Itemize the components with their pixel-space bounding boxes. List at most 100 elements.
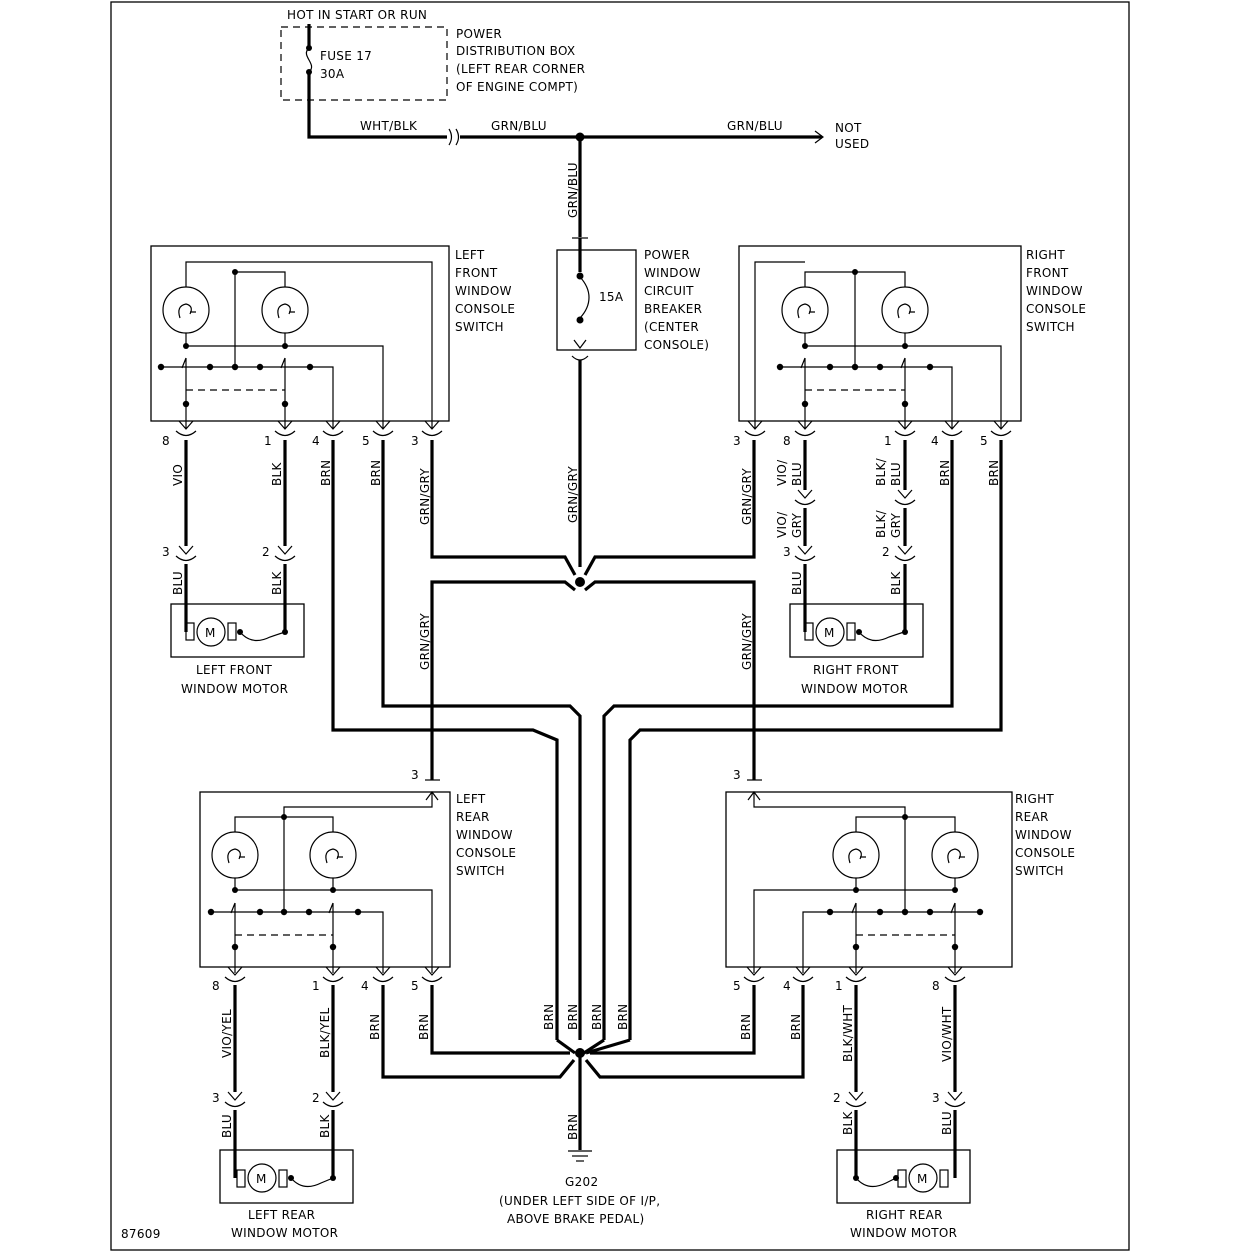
- circle: [183, 343, 189, 349]
- lf-title-2: FRONT: [455, 266, 498, 280]
- ground-location-1: (UNDER LEFT SIDE OF I/P,: [499, 1194, 660, 1208]
- circle: [305, 908, 313, 916]
- path: [851, 902, 956, 947]
- breaker-title-1: POWER: [644, 248, 690, 262]
- lf-motor-label-1: LEFT FRONT: [196, 663, 272, 677]
- lf-pin-3: 3: [411, 434, 419, 448]
- circle: [826, 908, 834, 916]
- rr-title-3: WINDOW: [1015, 828, 1072, 842]
- lr-motor-pin-3: 3: [212, 1091, 220, 1105]
- polyline: [583, 1038, 605, 1055]
- wire-brn-rr-5: [590, 985, 756, 1055]
- rect: [185, 622, 195, 641]
- circle: [926, 908, 934, 916]
- rf-title-4: CONSOLE: [1026, 302, 1086, 316]
- breaker-dot-top: [576, 272, 584, 280]
- breaker-title-4: BREAKER: [644, 302, 702, 316]
- lf-motor-m: M: [205, 626, 216, 640]
- circle: [856, 629, 862, 635]
- rect: [738, 245, 1022, 422]
- breaker-title-2: WINDOW: [644, 266, 701, 280]
- rect: [219, 1149, 354, 1204]
- polyline: [556, 1038, 576, 1055]
- circle: [853, 1175, 859, 1181]
- path: [175, 420, 197, 437]
- circle: [354, 908, 362, 916]
- lr-pin-4: 4: [361, 979, 369, 993]
- rr-motor-pin-3: 3: [932, 1091, 940, 1105]
- lr-motor-label-2: WINDOW MOTOR: [231, 1226, 338, 1240]
- path: [325, 848, 343, 864]
- lr-motor-pin-2: 2: [312, 1091, 320, 1105]
- circle: [826, 363, 834, 371]
- lr-title-2: REAR: [456, 810, 490, 824]
- brn-center-1: BRN: [542, 1004, 556, 1030]
- lr-title-4: CONSOLE: [456, 846, 516, 860]
- circle: [876, 908, 884, 916]
- rr-motor-label-2: WINDOW MOTOR: [850, 1226, 957, 1240]
- g: [175, 420, 443, 437]
- circle: [802, 343, 808, 349]
- lf-motor-label-2: WINDOW MOTOR: [181, 682, 288, 696]
- lr-title-5: SWITCH: [456, 864, 505, 878]
- grn-gry-mid-left-label: GRN/GRY: [418, 613, 432, 670]
- grn-blu-vertical-label: GRN/BLU: [566, 162, 580, 218]
- hot-in-start-or-run-label: HOT IN START OR RUN: [287, 8, 427, 22]
- circle: [206, 363, 214, 371]
- rect: [725, 791, 1013, 968]
- lf-title-3: WINDOW: [455, 284, 512, 298]
- left-front-window-motor: M: [170, 603, 305, 658]
- path: [743, 966, 765, 983]
- path: [894, 545, 916, 562]
- path: [181, 357, 286, 404]
- circle: [237, 629, 243, 635]
- circle: [196, 617, 226, 647]
- wire-lr-grn-gry: [430, 580, 576, 780]
- lr-wire-brn-4: BRN: [368, 1014, 382, 1040]
- path: [290, 1177, 334, 1188]
- lr-motor-m: M: [256, 1172, 267, 1186]
- lf-motor-pin-3: 3: [162, 545, 170, 559]
- rr-title-2: REAR: [1015, 810, 1049, 824]
- circle: [851, 363, 859, 371]
- rf-wire-brn-4: BRN: [938, 460, 952, 486]
- right-rear-window-motor: M: [836, 1149, 971, 1204]
- lr-motor-wire-blk: BLK: [318, 1113, 332, 1138]
- rf-title-2: FRONT: [1026, 266, 1069, 280]
- rr-motor-wire-blu: BLU: [940, 1111, 954, 1135]
- lf-motor-pin-2: 2: [262, 545, 270, 559]
- lf-motor-wire-blk: BLK: [270, 570, 284, 595]
- circle: [776, 363, 784, 371]
- rr-title-4: CONSOLE: [1015, 846, 1075, 860]
- breaker-title-6: CONSOLE): [644, 338, 709, 352]
- right-front-window-motor: M: [789, 603, 924, 658]
- circle: [231, 363, 239, 371]
- path: [224, 1091, 246, 1108]
- lf-wire-brn-4: BRN: [319, 460, 333, 486]
- rf-motor-label-1: RIGHT FRONT: [813, 663, 899, 677]
- rr-motor-wire-blk: BLK: [841, 1110, 855, 1135]
- rect: [804, 622, 814, 641]
- path: [800, 357, 906, 404]
- lf-title-4: CONSOLE: [455, 302, 515, 316]
- path: [421, 420, 443, 437]
- left-rear-window-motor: M: [219, 1149, 354, 1204]
- circle: [247, 1163, 277, 1193]
- circle: [876, 363, 884, 371]
- circle: [852, 269, 858, 275]
- rf-motor-pin-2: 2: [882, 545, 890, 559]
- rf-motor-pin-3: 3: [783, 545, 791, 559]
- grn-gry-trunk-label: GRN/GRY: [566, 466, 580, 523]
- rf-wire-grn-gry: GRN/GRY: [740, 468, 754, 525]
- lf-wire-grn-gry: GRN/GRY: [418, 468, 432, 525]
- fuse-name-label: FUSE 17: [320, 49, 372, 63]
- rr-pin-3-top: 3: [733, 768, 741, 782]
- lf-wire-brn-5: BRN: [369, 460, 383, 486]
- path: [848, 848, 866, 864]
- lr-pin-8: 8: [212, 979, 220, 993]
- left-front-window-console-switch: [150, 245, 450, 437]
- grn-gry-mid-right-label: GRN/GRY: [740, 613, 754, 670]
- lr-pin-1: 1: [312, 979, 320, 993]
- circle: [952, 887, 958, 893]
